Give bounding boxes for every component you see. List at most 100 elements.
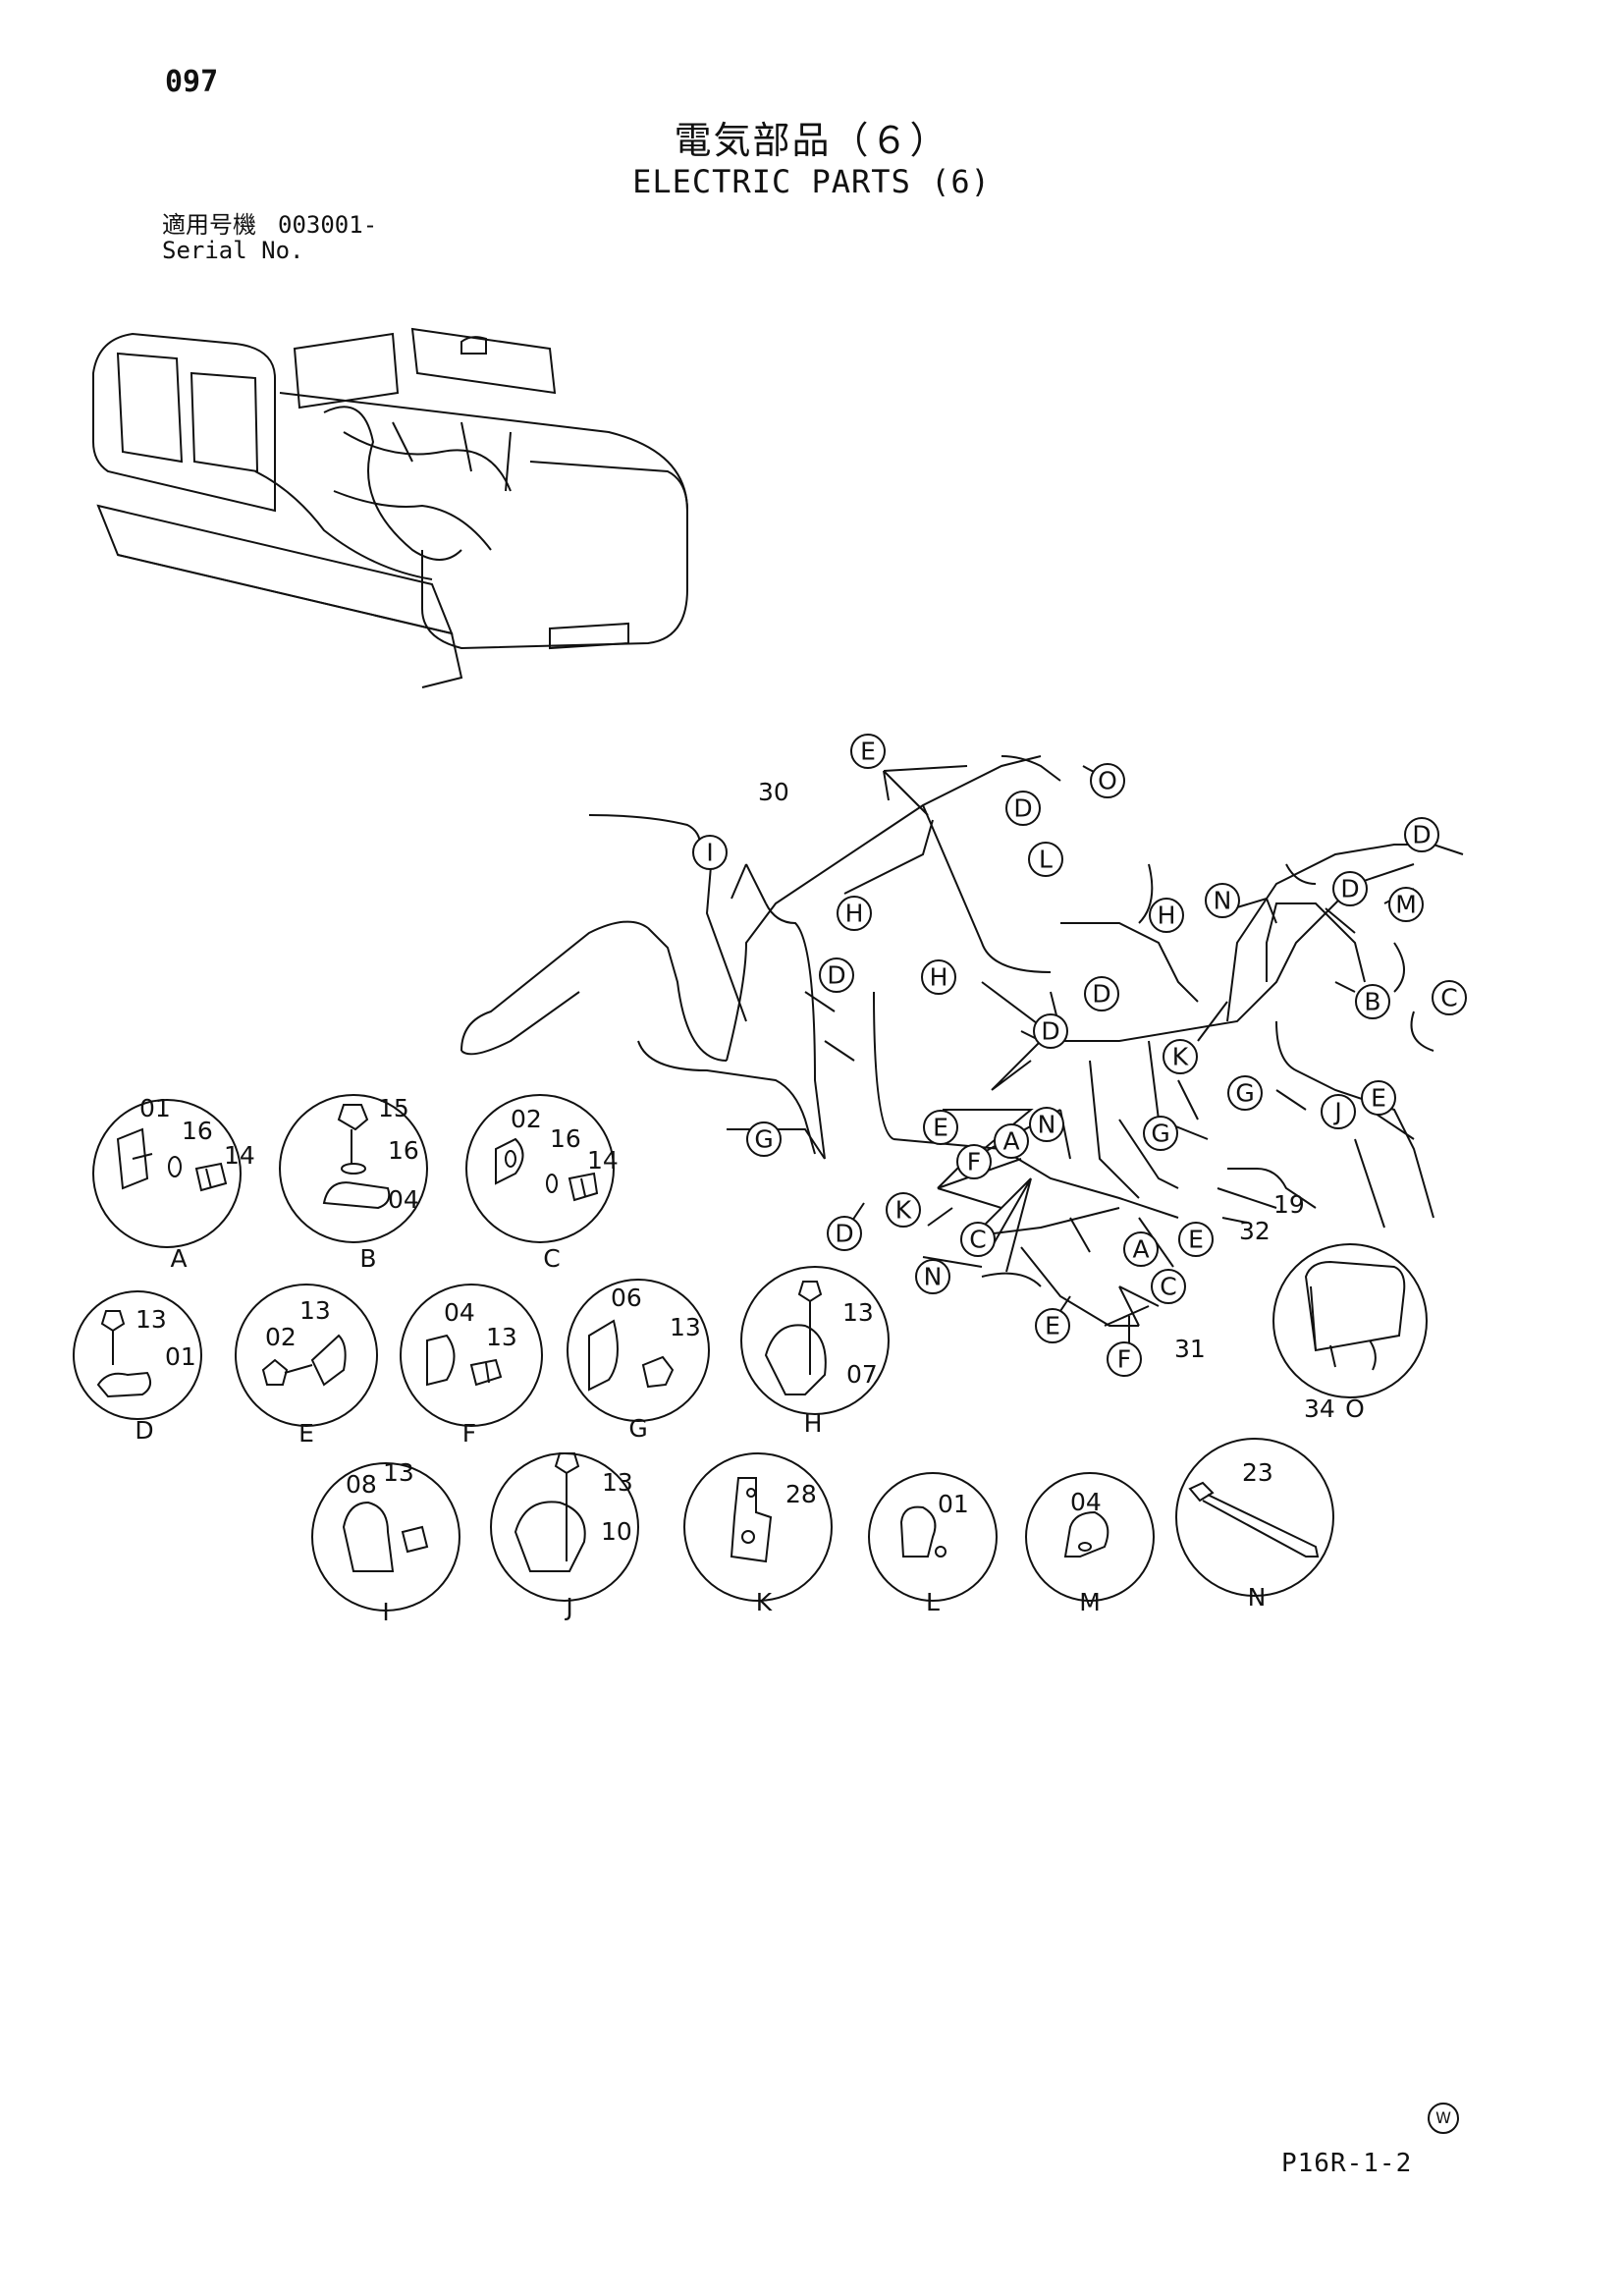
detail-letter-c: C: [543, 1244, 560, 1273]
callout-letter: I: [706, 839, 713, 867]
detail-d-part: 13: [135, 1305, 167, 1334]
callout-letter: E: [1045, 1312, 1060, 1340]
callout-letter: H: [1158, 902, 1176, 930]
title-english: ELECTRIC PARTS (6): [632, 163, 991, 200]
callout-letter: C: [969, 1226, 986, 1254]
part-label-31: 31: [1174, 1335, 1206, 1363]
detail-letter-n: N: [1248, 1583, 1267, 1612]
detail-j-part: 13: [602, 1468, 633, 1497]
detail-a-part: 16: [182, 1117, 213, 1145]
serial-value: 003001-: [278, 211, 378, 239]
callout-letter: A: [1132, 1235, 1149, 1264]
callout-letter: D: [1013, 794, 1032, 823]
detail-letter-h: H: [804, 1409, 823, 1438]
detail-h-part: 13: [842, 1298, 874, 1327]
w-mark-icon: W: [1428, 2103, 1459, 2134]
detail-letter-k: K: [756, 1588, 773, 1616]
page-number: 097: [165, 65, 219, 99]
callout-letter: G: [1151, 1120, 1169, 1148]
detail-letter-i: I: [382, 1598, 389, 1626]
detail-letter-o: O: [1345, 1394, 1365, 1423]
detail-letter-e: E: [298, 1419, 314, 1448]
detail-e-part: 02: [265, 1323, 297, 1351]
detail-g-part: 13: [670, 1313, 701, 1341]
detail-k-part: 28: [785, 1480, 817, 1508]
detail-b-part: 16: [388, 1136, 419, 1165]
callout-letter: L: [1039, 846, 1053, 874]
detail-g-part: 06: [611, 1284, 642, 1312]
detail-letter-g: G: [628, 1414, 647, 1443]
serial-block: 適用号機 003001- Serial No.: [162, 212, 399, 263]
callout-letter: B: [1364, 988, 1380, 1016]
callout-letter: D: [1340, 875, 1359, 903]
detail-b-part: 15: [378, 1094, 409, 1122]
callout-letter: O: [1098, 767, 1117, 795]
detail-o-part: 34: [1304, 1394, 1335, 1423]
detail-c-part: 02: [511, 1105, 542, 1133]
callout-letter: D: [1092, 980, 1110, 1009]
callout-letter: J: [1332, 1098, 1341, 1126]
callout-letter: M: [1395, 891, 1417, 919]
detail-letter-d: D: [135, 1416, 153, 1445]
detail-sketches: [96, 1104, 1406, 1572]
callout-letter: C: [1440, 984, 1457, 1012]
detail-a-part: 14: [224, 1141, 255, 1170]
callout-letter: E: [860, 738, 876, 766]
detail-f-part: 13: [486, 1323, 517, 1351]
callout-letter: F: [967, 1148, 981, 1176]
footer-code: P16R-1-2: [1281, 2149, 1413, 2178]
callout-letter: H: [930, 963, 948, 992]
title-japanese: 電気部品（６）: [674, 119, 949, 162]
detail-letter-f: F: [462, 1419, 476, 1448]
callout-letters: E O D I H L H N D M D D H D D B C K G G …: [706, 738, 1457, 1374]
callout-letter: D: [827, 961, 845, 990]
detail-j-part: 10: [601, 1517, 632, 1546]
part-label-30: 30: [758, 778, 789, 806]
callout-letter: C: [1160, 1273, 1176, 1301]
callout-circles: [692, 734, 1467, 1377]
detail-c-part: 14: [587, 1146, 619, 1175]
serial-label-jp: 適用号機: [162, 211, 256, 239]
detail-l-part: 01: [938, 1490, 969, 1518]
detail-letter-a: A: [170, 1244, 187, 1273]
excavator-overview: [92, 327, 688, 688]
callout-letter: E: [1371, 1084, 1386, 1113]
callout-letter: G: [1235, 1079, 1254, 1108]
detail-part-labels: 01 16 14 15 16 04 02 16 14 13 01 02 13 0…: [135, 1094, 1335, 1546]
callout-letter: K: [1172, 1043, 1189, 1071]
detail-m-part: 04: [1070, 1488, 1102, 1516]
callout-letter: E: [1188, 1226, 1204, 1254]
detail-i-part: 13: [383, 1458, 414, 1487]
detail-n-part: 23: [1242, 1458, 1273, 1487]
serial-label-en: Serial No.: [162, 237, 304, 264]
callout-letter: D: [1041, 1017, 1059, 1046]
callout-letter: E: [933, 1114, 948, 1142]
part-label-32: 32: [1239, 1217, 1271, 1245]
detail-a-part: 01: [139, 1094, 171, 1122]
detail-letter-b: B: [359, 1244, 376, 1273]
detail-d-part: 01: [165, 1342, 196, 1371]
callout-letter: K: [895, 1196, 912, 1225]
callout-letter: D: [835, 1220, 853, 1248]
part-label-19: 19: [1273, 1190, 1305, 1219]
callout-letter: H: [845, 900, 864, 928]
main-harness: [460, 755, 1464, 1327]
detail-e-part: 13: [299, 1296, 331, 1325]
callout-letter: A: [1002, 1127, 1019, 1156]
detail-h-part: 07: [846, 1360, 878, 1389]
detail-letter-j: J: [564, 1593, 572, 1621]
detail-i-part: 08: [346, 1470, 377, 1499]
callout-letter: D: [1412, 821, 1431, 849]
detail-letter-l: L: [926, 1588, 940, 1616]
callout-letter: G: [754, 1125, 773, 1154]
callout-letter: F: [1117, 1345, 1131, 1374]
detail-circles: [73, 1094, 1428, 1612]
callout-letter: N: [924, 1263, 943, 1291]
detail-c-part: 16: [550, 1124, 581, 1153]
callout-letter: N: [1214, 887, 1232, 915]
callout-letter: N: [1038, 1111, 1056, 1139]
detail-letter-m: M: [1079, 1588, 1101, 1616]
detail-letters: A B C D E F G H O I J K L M N: [135, 1244, 1364, 1626]
detail-f-part: 04: [444, 1298, 475, 1327]
